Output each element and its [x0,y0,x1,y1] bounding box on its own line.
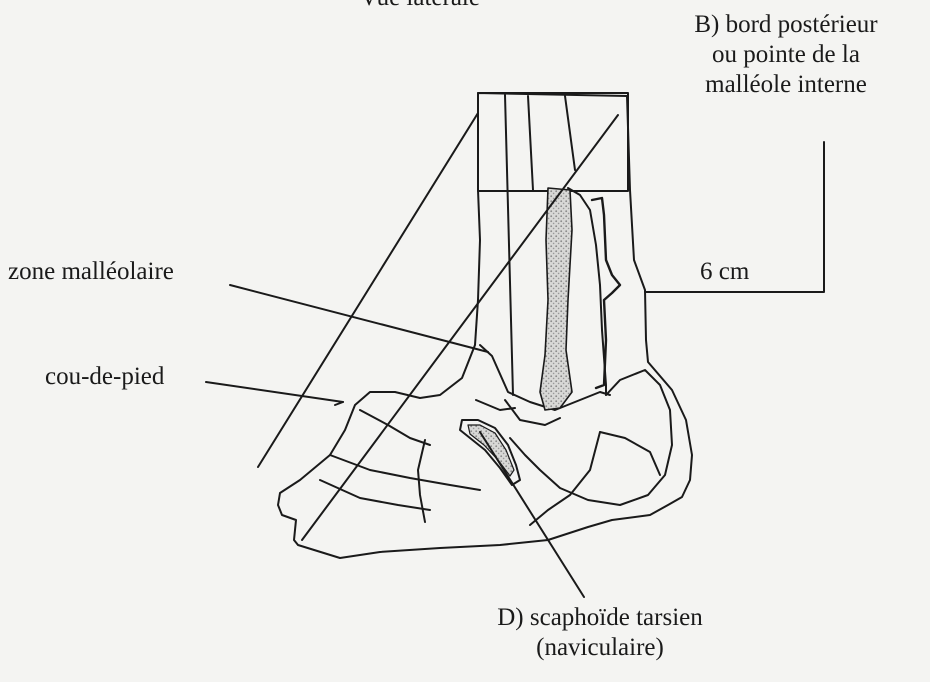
diagram-title: Vue latérale [300,0,540,13]
label-posterior-border: B) bord postérieur ou pointe de la mallé… [650,10,922,100]
label-b-line-2: ou pointe de la [650,40,922,70]
label-b-line-1: B) bord postérieur [650,10,922,40]
label-d-line-1: D) scaphoïde tarsien [420,603,780,633]
zone-pointer [230,285,488,352]
fibula-contour [568,188,606,395]
label-scaphoide: D) scaphoïde tarsien (naviculaire) [420,603,780,663]
label-measure: 6 cm [700,257,749,287]
tibia-line-2 [528,96,533,190]
calcaneus-inner [600,432,660,475]
measure-bracket [592,198,620,388]
top-band-diag [565,96,575,170]
tibia-line-1 [505,95,513,395]
d-pointer [480,432,584,597]
heel-contour [510,370,672,505]
label-b-line-3: malléole interne [650,70,922,100]
label-d-line-2: (naviculaire) [420,633,780,663]
cuboid-line [530,432,600,525]
label-zone-malleolaire: zone malléolaire [8,257,174,287]
malleolus-stipple [540,188,572,410]
label-cou-de-pied: cou-de-pied [45,362,164,392]
cou-pointer [206,382,343,402]
top-band [478,93,628,191]
cou-line-2 [335,402,343,405]
zone-line-lower [302,115,618,540]
